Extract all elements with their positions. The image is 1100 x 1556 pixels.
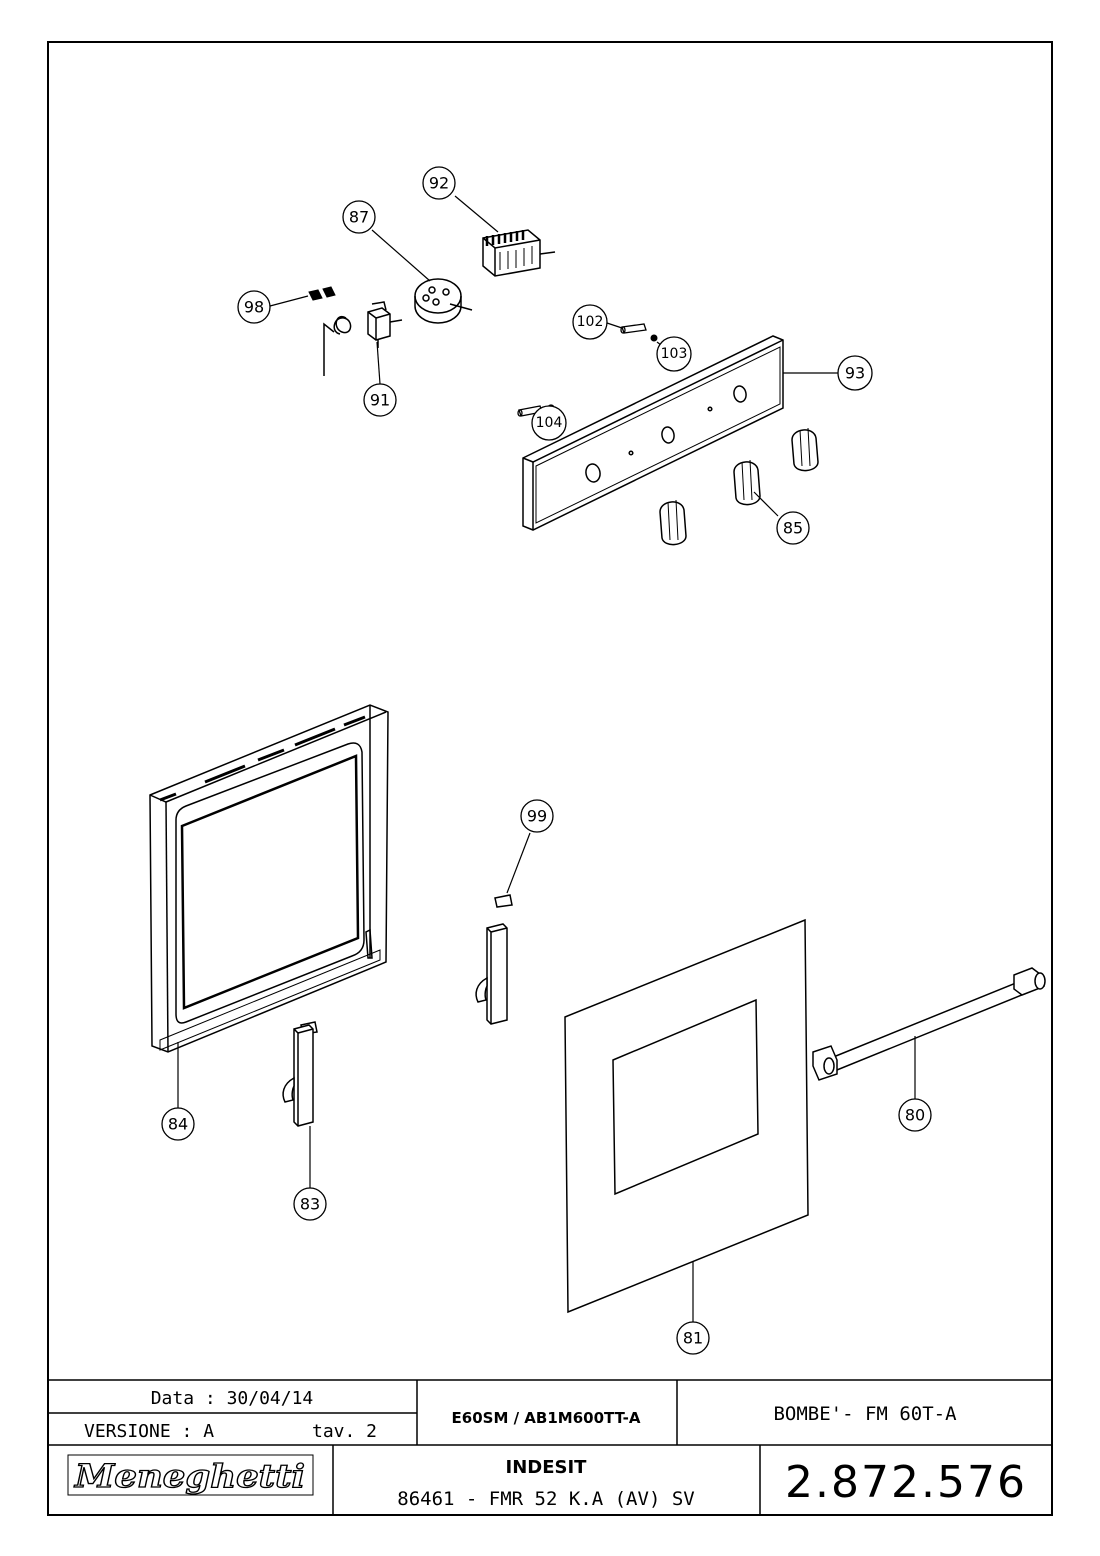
knob-2 <box>733 459 761 506</box>
callout-circle-102 <box>572 304 608 340</box>
mounting-clips <box>308 286 336 301</box>
callout-85: 85 <box>783 519 803 538</box>
leader-102 <box>606 322 623 329</box>
inner-door-frame <box>149 704 389 1053</box>
date-field: Data : 30/04/14 <box>151 1388 314 1409</box>
knob-3 <box>791 427 819 472</box>
door-hinge-upper <box>475 923 508 1025</box>
company-logo-lettering: Meneghetti <box>74 1457 305 1495</box>
drawing-frame <box>47 41 1053 1516</box>
door-hinge-lower <box>282 1024 314 1127</box>
leader-92 <box>454 195 499 233</box>
callout-circle-99 <box>520 799 554 833</box>
tav-field: tav. 2 <box>312 1421 377 1442</box>
callout-circle-87 <box>342 200 376 234</box>
leader-98 <box>269 295 309 307</box>
spindle-102 <box>620 323 647 334</box>
spring-103 <box>650 334 658 342</box>
callout-circle-104 <box>531 405 567 441</box>
capillary-thermostat <box>323 301 403 376</box>
callout-87: 87 <box>349 208 369 227</box>
callout-circle-103 <box>656 336 692 372</box>
thermostat <box>414 278 473 324</box>
callout-83: 83 <box>300 1195 320 1214</box>
drawing-number: 2.872.576 <box>785 1457 1027 1508</box>
callout-80: 80 <box>905 1106 925 1125</box>
version-field: VERSIONE : A <box>84 1421 214 1442</box>
control-knobs <box>659 427 819 546</box>
callout-circle-85 <box>776 511 810 545</box>
callout-circle-83 <box>293 1187 327 1221</box>
callout-98: 98 <box>244 298 264 317</box>
door-handle <box>812 967 1046 1081</box>
leader-85 <box>753 491 779 517</box>
callout-93: 93 <box>845 364 865 383</box>
callout-91: 91 <box>370 391 390 410</box>
callout-81: 81 <box>683 1329 703 1348</box>
callout-circle-91 <box>363 383 397 417</box>
product-description: BOMBE'- FM 60T-A <box>773 1403 957 1425</box>
brand-name: INDESIT <box>506 1457 588 1478</box>
callout-circle-84 <box>161 1107 195 1141</box>
callout-circle-98 <box>237 290 271 324</box>
callout-circle-92 <box>422 166 456 200</box>
model-line: 86461 - FMR 52 K.A (AV) SV <box>397 1488 694 1510</box>
leader-99 <box>506 832 531 894</box>
callout-92: 92 <box>429 174 449 193</box>
title-block <box>48 1379 1052 1515</box>
selector-switch <box>482 229 556 277</box>
callout-circle-93 <box>837 355 873 391</box>
hinge-insert-99 <box>494 894 513 908</box>
control-panel <box>522 335 784 531</box>
company-logo: Meneghetti <box>67 1454 314 1496</box>
callout-99: 99 <box>527 807 547 826</box>
callout-104: 104 <box>536 415 563 431</box>
callout-circle-81 <box>676 1321 710 1355</box>
leader-91 <box>376 341 381 385</box>
callout-103: 103 <box>661 346 688 362</box>
model-code: E60SM / AB1M600TT-A <box>452 1409 641 1427</box>
callout-102: 102 <box>577 314 604 330</box>
callout-circle-80 <box>898 1098 932 1132</box>
leader-87 <box>371 229 431 282</box>
callout-84: 84 <box>168 1115 188 1134</box>
knob-1 <box>659 499 687 546</box>
outer-door-glass <box>564 918 809 1314</box>
